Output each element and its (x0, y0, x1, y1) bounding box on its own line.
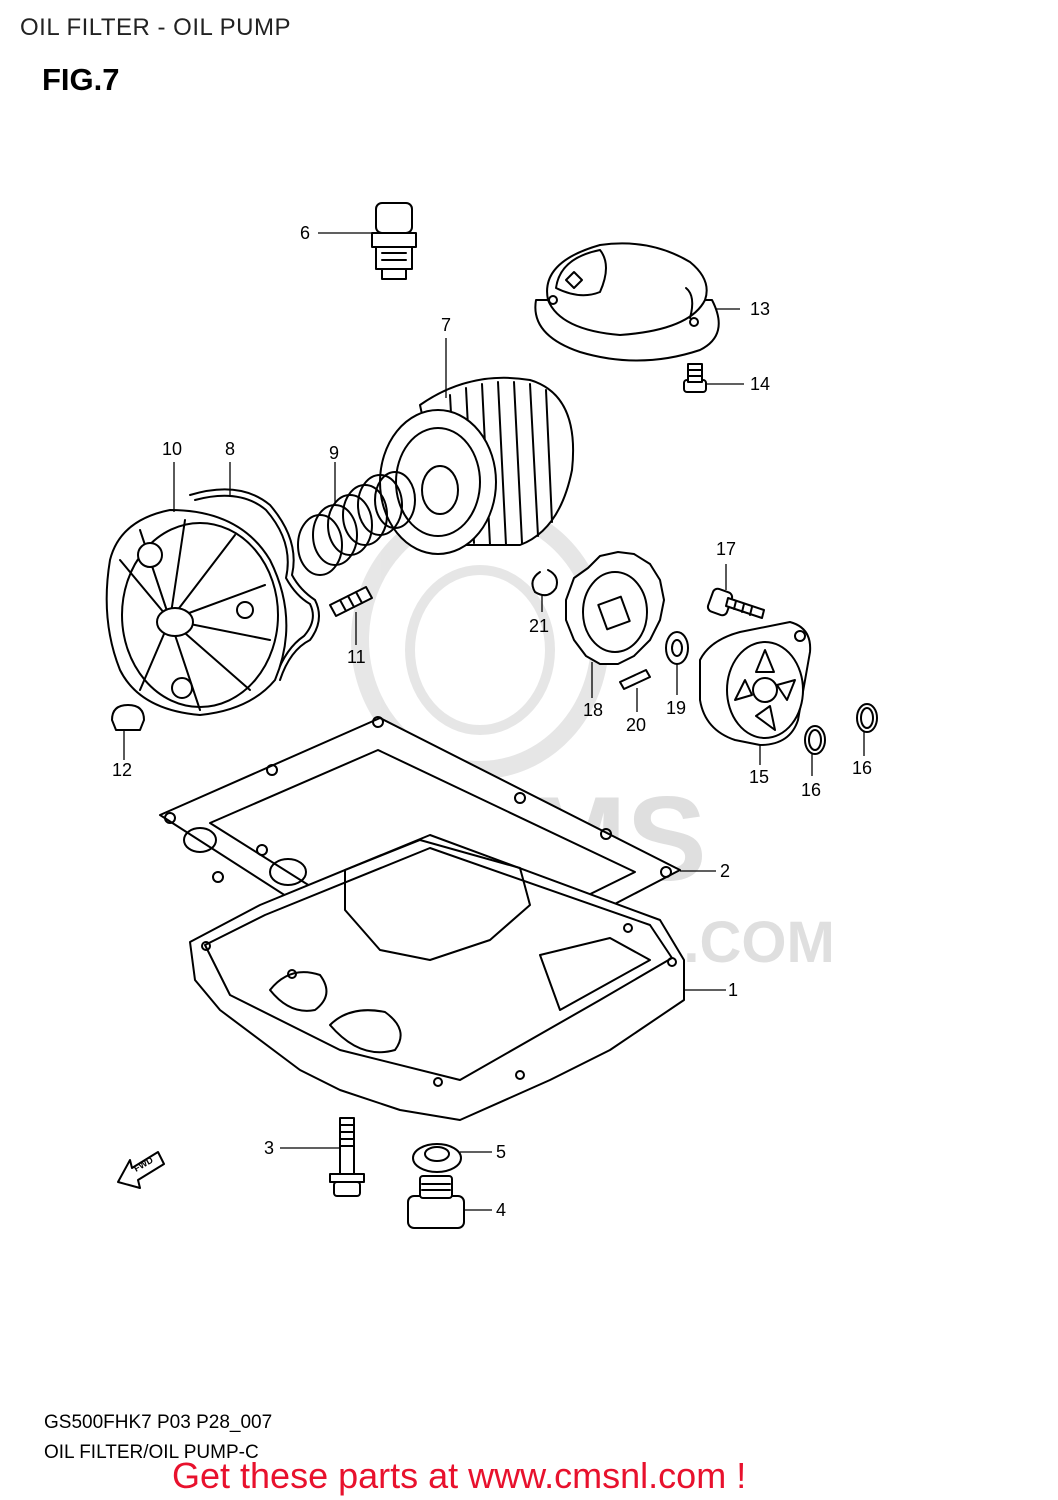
callout-4: 4 (496, 1200, 506, 1220)
part-20-pin[interactable] (619, 669, 651, 690)
diagram-name: OIL FILTER/OIL PUMP-C (44, 1442, 259, 1463)
callout-7: 7 (441, 315, 451, 335)
part-1-oil-pan[interactable] (189, 834, 685, 1121)
callout-11: 11 (347, 647, 366, 667)
callout-10: 10 (162, 439, 182, 459)
fwd-arrow-icon: FWD (117, 1151, 165, 1189)
part-5-washer[interactable] (412, 1143, 462, 1173)
part-10-filter-cover[interactable] (105, 509, 288, 716)
part-11-stud[interactable] (329, 586, 373, 617)
callout-19: 19 (666, 698, 686, 718)
callout-5: 5 (496, 1142, 506, 1162)
part-9-spring[interactable] (297, 471, 416, 576)
page-title: OIL FILTER - OIL PUMP (20, 14, 291, 41)
part-16-o-ring[interactable] (804, 703, 878, 755)
callout-6: 6 (300, 223, 310, 243)
callout-1: 1 (728, 980, 738, 1000)
callout-21: 21 (529, 616, 549, 636)
callout-15: 15 (749, 767, 769, 787)
part-19-washer[interactable] (665, 631, 689, 665)
part-8-o-ring[interactable] (189, 488, 320, 681)
callout-14: 14 (750, 374, 770, 394)
callout-3: 3 (264, 1138, 274, 1158)
callout-12: 12 (112, 760, 132, 780)
part-3-bolt[interactable] (329, 1117, 365, 1197)
callout-17: 17 (716, 539, 736, 559)
model-code: GS500FHK7 P03 P28_007 (44, 1412, 273, 1433)
callout-16b: 16 (852, 758, 872, 778)
callout-16a: 16 (801, 780, 821, 800)
part-7-oil-filter[interactable] (379, 376, 574, 555)
part-13-filter-cap[interactable] (534, 242, 720, 362)
callout-20: 20 (626, 715, 646, 735)
part-6-plug[interactable] (371, 202, 417, 280)
callout-8: 8 (225, 439, 235, 459)
part-4-drain-plug[interactable] (407, 1175, 465, 1229)
part-17-screw[interactable] (706, 587, 765, 619)
part-18-pump-gear[interactable] (565, 551, 665, 665)
leader-lines (123, 232, 865, 1211)
parts-link[interactable]: Get these parts at www.cmsnl.com ! (172, 1455, 747, 1496)
part-14-bolt[interactable] (683, 363, 707, 393)
part-12-cap-nut[interactable] (111, 704, 145, 731)
part-21-circlip[interactable] (531, 569, 558, 597)
callout-2: 2 (720, 861, 730, 881)
figure-number: FIG.7 (42, 62, 120, 97)
callout-9: 9 (329, 443, 339, 463)
callout-18: 18 (583, 700, 603, 720)
part-15-oil-pump[interactable] (699, 621, 812, 746)
callout-labels: 1 2 3 4 5 6 7 8 9 10 11 12 13 14 15 16 1… (112, 223, 872, 1220)
callout-13: 13 (750, 299, 770, 319)
